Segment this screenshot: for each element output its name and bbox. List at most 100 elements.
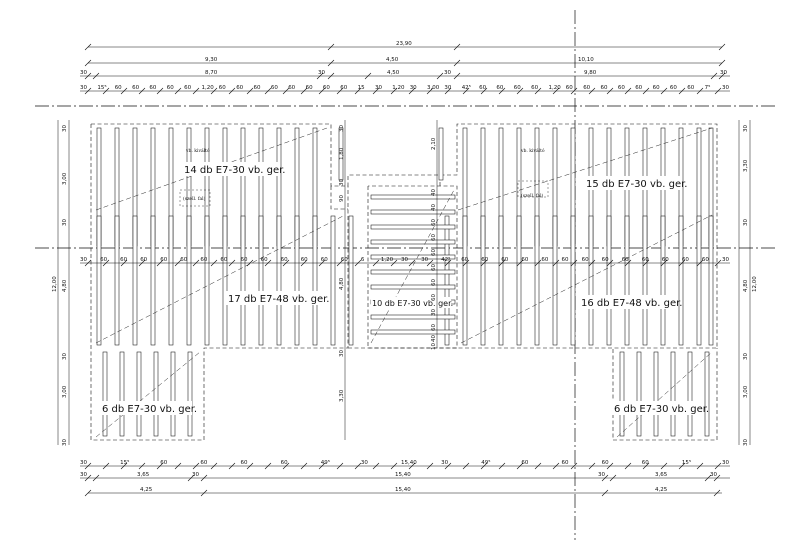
tick-row4-610 xyxy=(606,87,614,95)
tick-overall-3 xyxy=(718,43,726,51)
dim-b1-9: 15,40 xyxy=(401,460,417,466)
dim-mid-1: 30 xyxy=(80,257,87,263)
tick-row4-700 xyxy=(696,87,704,95)
beam-stair-top-left-1 xyxy=(338,127,344,181)
beam-mid-right-8 xyxy=(570,215,576,346)
tick-row4-556 xyxy=(552,87,560,95)
beam-mid-left-7 xyxy=(204,215,210,346)
diag-mid-right xyxy=(460,214,713,344)
beam-stair-3 xyxy=(370,224,456,230)
dim-mid-19: 42⁵ xyxy=(441,256,450,263)
tick-mid-592 xyxy=(588,259,596,267)
beam-mid-right-15 xyxy=(696,215,702,346)
tick-mid-394 xyxy=(390,259,398,267)
dim-left-total: 12,00 xyxy=(52,276,58,292)
dim-mid-2: 60 xyxy=(100,257,107,263)
dim-left-3: 30 xyxy=(62,219,68,226)
beam-mid-right-10 xyxy=(606,215,612,346)
dim-stair-left-5: 4,80 xyxy=(339,277,345,290)
tick-b1-610 xyxy=(606,462,614,470)
beam-mid-left-8 xyxy=(222,215,228,346)
beam-bottom-right-3 xyxy=(653,351,659,437)
tick-b2-2 xyxy=(187,474,195,482)
beam-bottom-left-6 xyxy=(187,351,193,437)
tick-mid-430 xyxy=(426,259,434,267)
tick-b1-88 xyxy=(84,462,92,470)
dim-right-2: 3,30 xyxy=(743,159,749,172)
label-top-left: 14 db E7-30 vb. ger. xyxy=(184,165,285,176)
dim-left-1: 30 xyxy=(62,125,68,132)
tick-mid-484 xyxy=(480,259,488,267)
tick-row4-178 xyxy=(174,87,182,95)
dim-b1-10: 30 xyxy=(441,460,448,466)
beam-stair-top-right-1 xyxy=(438,127,444,181)
tick-b1-376 xyxy=(372,462,380,470)
beam-mid-left-4 xyxy=(150,215,156,346)
dim-b1-11: 49⁵ xyxy=(481,459,490,466)
tick-row4-160 xyxy=(156,87,164,95)
dim-row4-18: 30 xyxy=(375,85,382,91)
dim-stair-right-9: 60 xyxy=(431,294,437,301)
dim-stair-right-10: 30 xyxy=(431,309,437,316)
tick-row3-1 xyxy=(92,72,100,80)
dim-mid-29: 60 xyxy=(642,257,649,263)
dim-mid-14: 60 xyxy=(341,257,348,263)
dim-mid-27: 60 xyxy=(602,257,609,263)
tick-b1-592 xyxy=(588,462,596,470)
tick-b1-358 xyxy=(354,462,362,470)
dim-b2-7: 30 xyxy=(710,472,717,478)
beam-mid-right-11 xyxy=(624,215,630,346)
beam-mid-right-6 xyxy=(534,215,540,346)
diag-bottom-right xyxy=(616,351,713,438)
floor-outline xyxy=(90,123,718,441)
dim-stair-right-8: 60 xyxy=(431,279,437,286)
dim-stair-left-1: 30 xyxy=(339,125,345,132)
tick-mid-142 xyxy=(138,259,146,267)
tick-mid-682 xyxy=(678,259,686,267)
tick-row4-250 xyxy=(246,87,254,95)
tick-row4-142 xyxy=(138,87,146,95)
tick-b1-250 xyxy=(246,462,254,470)
dim-row3-3: 30 xyxy=(318,70,325,76)
beam-stair-7 xyxy=(370,284,456,290)
dim-mid-18: 30 xyxy=(421,257,428,263)
tick-row4-268 xyxy=(264,87,272,95)
dim-mid-26: 60 xyxy=(582,257,589,263)
tick-row4-214 xyxy=(210,87,218,95)
lintel-boxes xyxy=(179,180,549,207)
tick-b1-412 xyxy=(408,462,416,470)
dim-mid-28: 60 xyxy=(622,257,629,263)
beam-mid-right-9 xyxy=(588,215,594,346)
dim-row4-38: 30 xyxy=(722,85,729,91)
diag-center xyxy=(370,189,455,344)
beam-mid-left-11 xyxy=(276,215,282,346)
tick-b1-556 xyxy=(552,462,560,470)
tick-row2-3 xyxy=(718,59,726,67)
beam-mid-right-12 xyxy=(642,215,648,346)
tick-row4-196 xyxy=(192,87,200,95)
dim-mid-16: 1,20 xyxy=(381,257,394,263)
tick-mid-160 xyxy=(156,259,164,267)
small-label-tl-2: (szell. fal) xyxy=(183,195,206,202)
lintel-box-left xyxy=(179,189,211,207)
label-mid-right: 16 db E7-48 vb. ger. xyxy=(581,298,682,309)
dim-row2-2: 4,50 xyxy=(386,57,399,63)
beam-stair-9 xyxy=(370,314,456,320)
tick-mid-628 xyxy=(624,259,632,267)
dim-row4-6: 60 xyxy=(167,85,174,91)
dim-b1-6: 60 xyxy=(281,460,288,466)
tick-b2-4 xyxy=(601,474,609,482)
dim-row4-28: 1,20 xyxy=(549,85,562,91)
tick-row4-664 xyxy=(660,87,668,95)
tick-row2-1 xyxy=(327,59,335,67)
tick-b2-1 xyxy=(92,474,100,482)
tick-mid-268 xyxy=(264,259,272,267)
tick-b1-232 xyxy=(228,462,236,470)
dim-row4-37: 7⁵ xyxy=(705,84,711,91)
dim-stair-left-2: 1,80 xyxy=(339,147,345,160)
dim-mid-23: 60 xyxy=(521,257,528,263)
dim-stair-right-5: 60 xyxy=(431,234,437,241)
